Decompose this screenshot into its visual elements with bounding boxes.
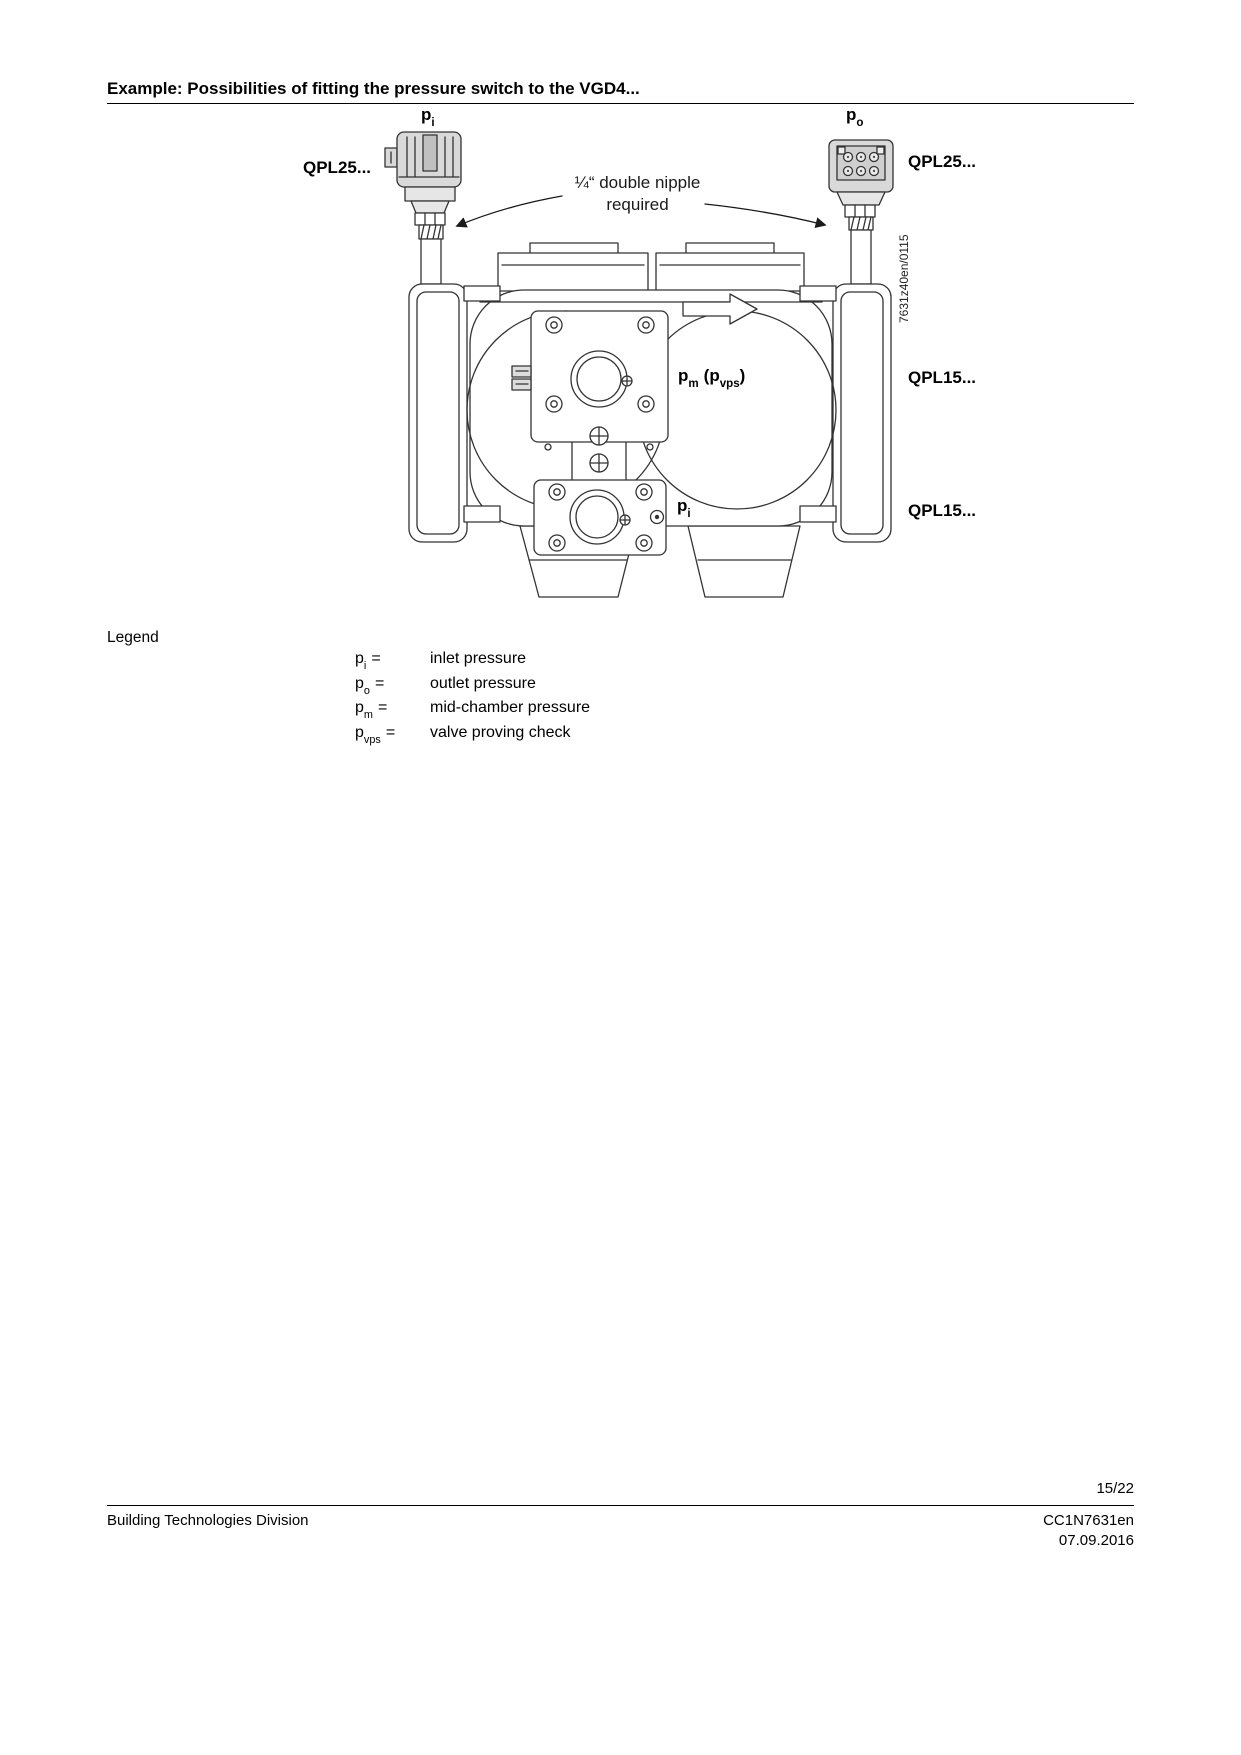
legend-pm-eq: = [377, 699, 388, 716]
legend-heading: Legend [107, 629, 159, 646]
legend-pi-sub: i [363, 660, 367, 673]
legend-row-pvps: pvps = valve proving check [355, 724, 590, 749]
pm-base: p [678, 366, 689, 385]
page-title: Example: Possibilities of fitting the pr… [107, 79, 640, 98]
port-label-po-top: po [846, 105, 863, 129]
doc-reference-vertical: 7631z40en/0115 [897, 234, 911, 323]
po-top-sub: o [856, 117, 864, 130]
pi-top-base: p [421, 105, 432, 124]
legend-pi-eq: = [371, 650, 381, 667]
footer-division: Building Technologies Division [107, 1512, 309, 1529]
footer-date: 07.09.2016 [1058, 1532, 1134, 1549]
legend-row-pm: pm = mid-chamber pressure [355, 699, 590, 724]
pi-port-icon [649, 509, 665, 525]
nipple-note: ¼“ double nipple required [550, 172, 725, 216]
pvps-sub: vps [719, 378, 740, 391]
po-top-base: p [846, 105, 857, 124]
pm-sub: m [688, 378, 699, 391]
legend-pvps-base: p [355, 723, 364, 741]
pressure-switch-left-icon [384, 131, 462, 285]
legend-symbol-pm: pm = [355, 699, 430, 721]
legend-pi-base: p [355, 650, 364, 667]
legend-pm-sub: m [363, 709, 373, 722]
valve-drawing [384, 131, 894, 598]
flow-arrow-icon [682, 293, 758, 325]
pi-mid-base: p [677, 496, 688, 515]
legend-pvps-sub: vps [363, 733, 381, 746]
legend-pvps-eq: = [385, 723, 396, 741]
title-rule [107, 103, 1134, 104]
leader-lines [455, 195, 827, 229]
pi-top-sub: i [431, 117, 435, 130]
footer-rule [107, 1505, 1134, 1506]
port-label-pi-top: pi [421, 105, 435, 129]
label-qpl15-mid: QPL15... [908, 368, 977, 387]
pvps-paren-close: ) [739, 366, 746, 385]
label-qpl25-left: QPL25... [303, 158, 372, 177]
footer-doc-id: CC1N7631en [1043, 1512, 1134, 1529]
pressure-switch-right-icon [828, 139, 894, 285]
legend-po-base: p [355, 674, 364, 692]
nipple-note-line2: required [606, 195, 669, 214]
legend-desc-po: outlet pressure [430, 674, 536, 692]
pi-mid-sub: i [687, 508, 691, 521]
legend-table: pi= inlet pressure po= outlet pressure p… [355, 650, 590, 748]
center-plate-icon [511, 310, 669, 556]
legend-row-pi: pi = inlet pressure [355, 650, 590, 675]
legend-pm-base: p [355, 699, 364, 716]
inlet-flange-icon [408, 283, 468, 543]
legend-po-sub: o [363, 684, 370, 697]
legend-desc-pm: mid-chamber pressure [430, 699, 591, 716]
legend-symbol-pi: pi = [355, 650, 430, 672]
legend-desc-pi: inlet pressure [430, 650, 527, 667]
legend-symbol-pvps: pvps = [355, 723, 430, 746]
legend-po-eq: = [374, 674, 385, 692]
port-label-pm-pvps: pm (pvps) [678, 366, 746, 390]
legend-symbol-po: po = [355, 674, 430, 697]
page-number: 15/22 [1096, 1480, 1134, 1497]
legend-row-po: po = outlet pressure [355, 675, 590, 700]
pvps-paren-base: (p [703, 366, 720, 385]
label-qpl15-bottom: QPL15... [908, 501, 977, 520]
label-qpl25-right: QPL25... [908, 152, 977, 171]
port-label-pi-mid: pi [677, 496, 691, 520]
legend-desc-pvps: valve proving check [430, 723, 571, 741]
footer-row: Building Technologies Division CC1N7631e… [107, 1512, 1134, 1529]
outlet-flange-icon [832, 283, 892, 543]
nipple-note-line1: ¼“ double nipple [574, 173, 701, 192]
